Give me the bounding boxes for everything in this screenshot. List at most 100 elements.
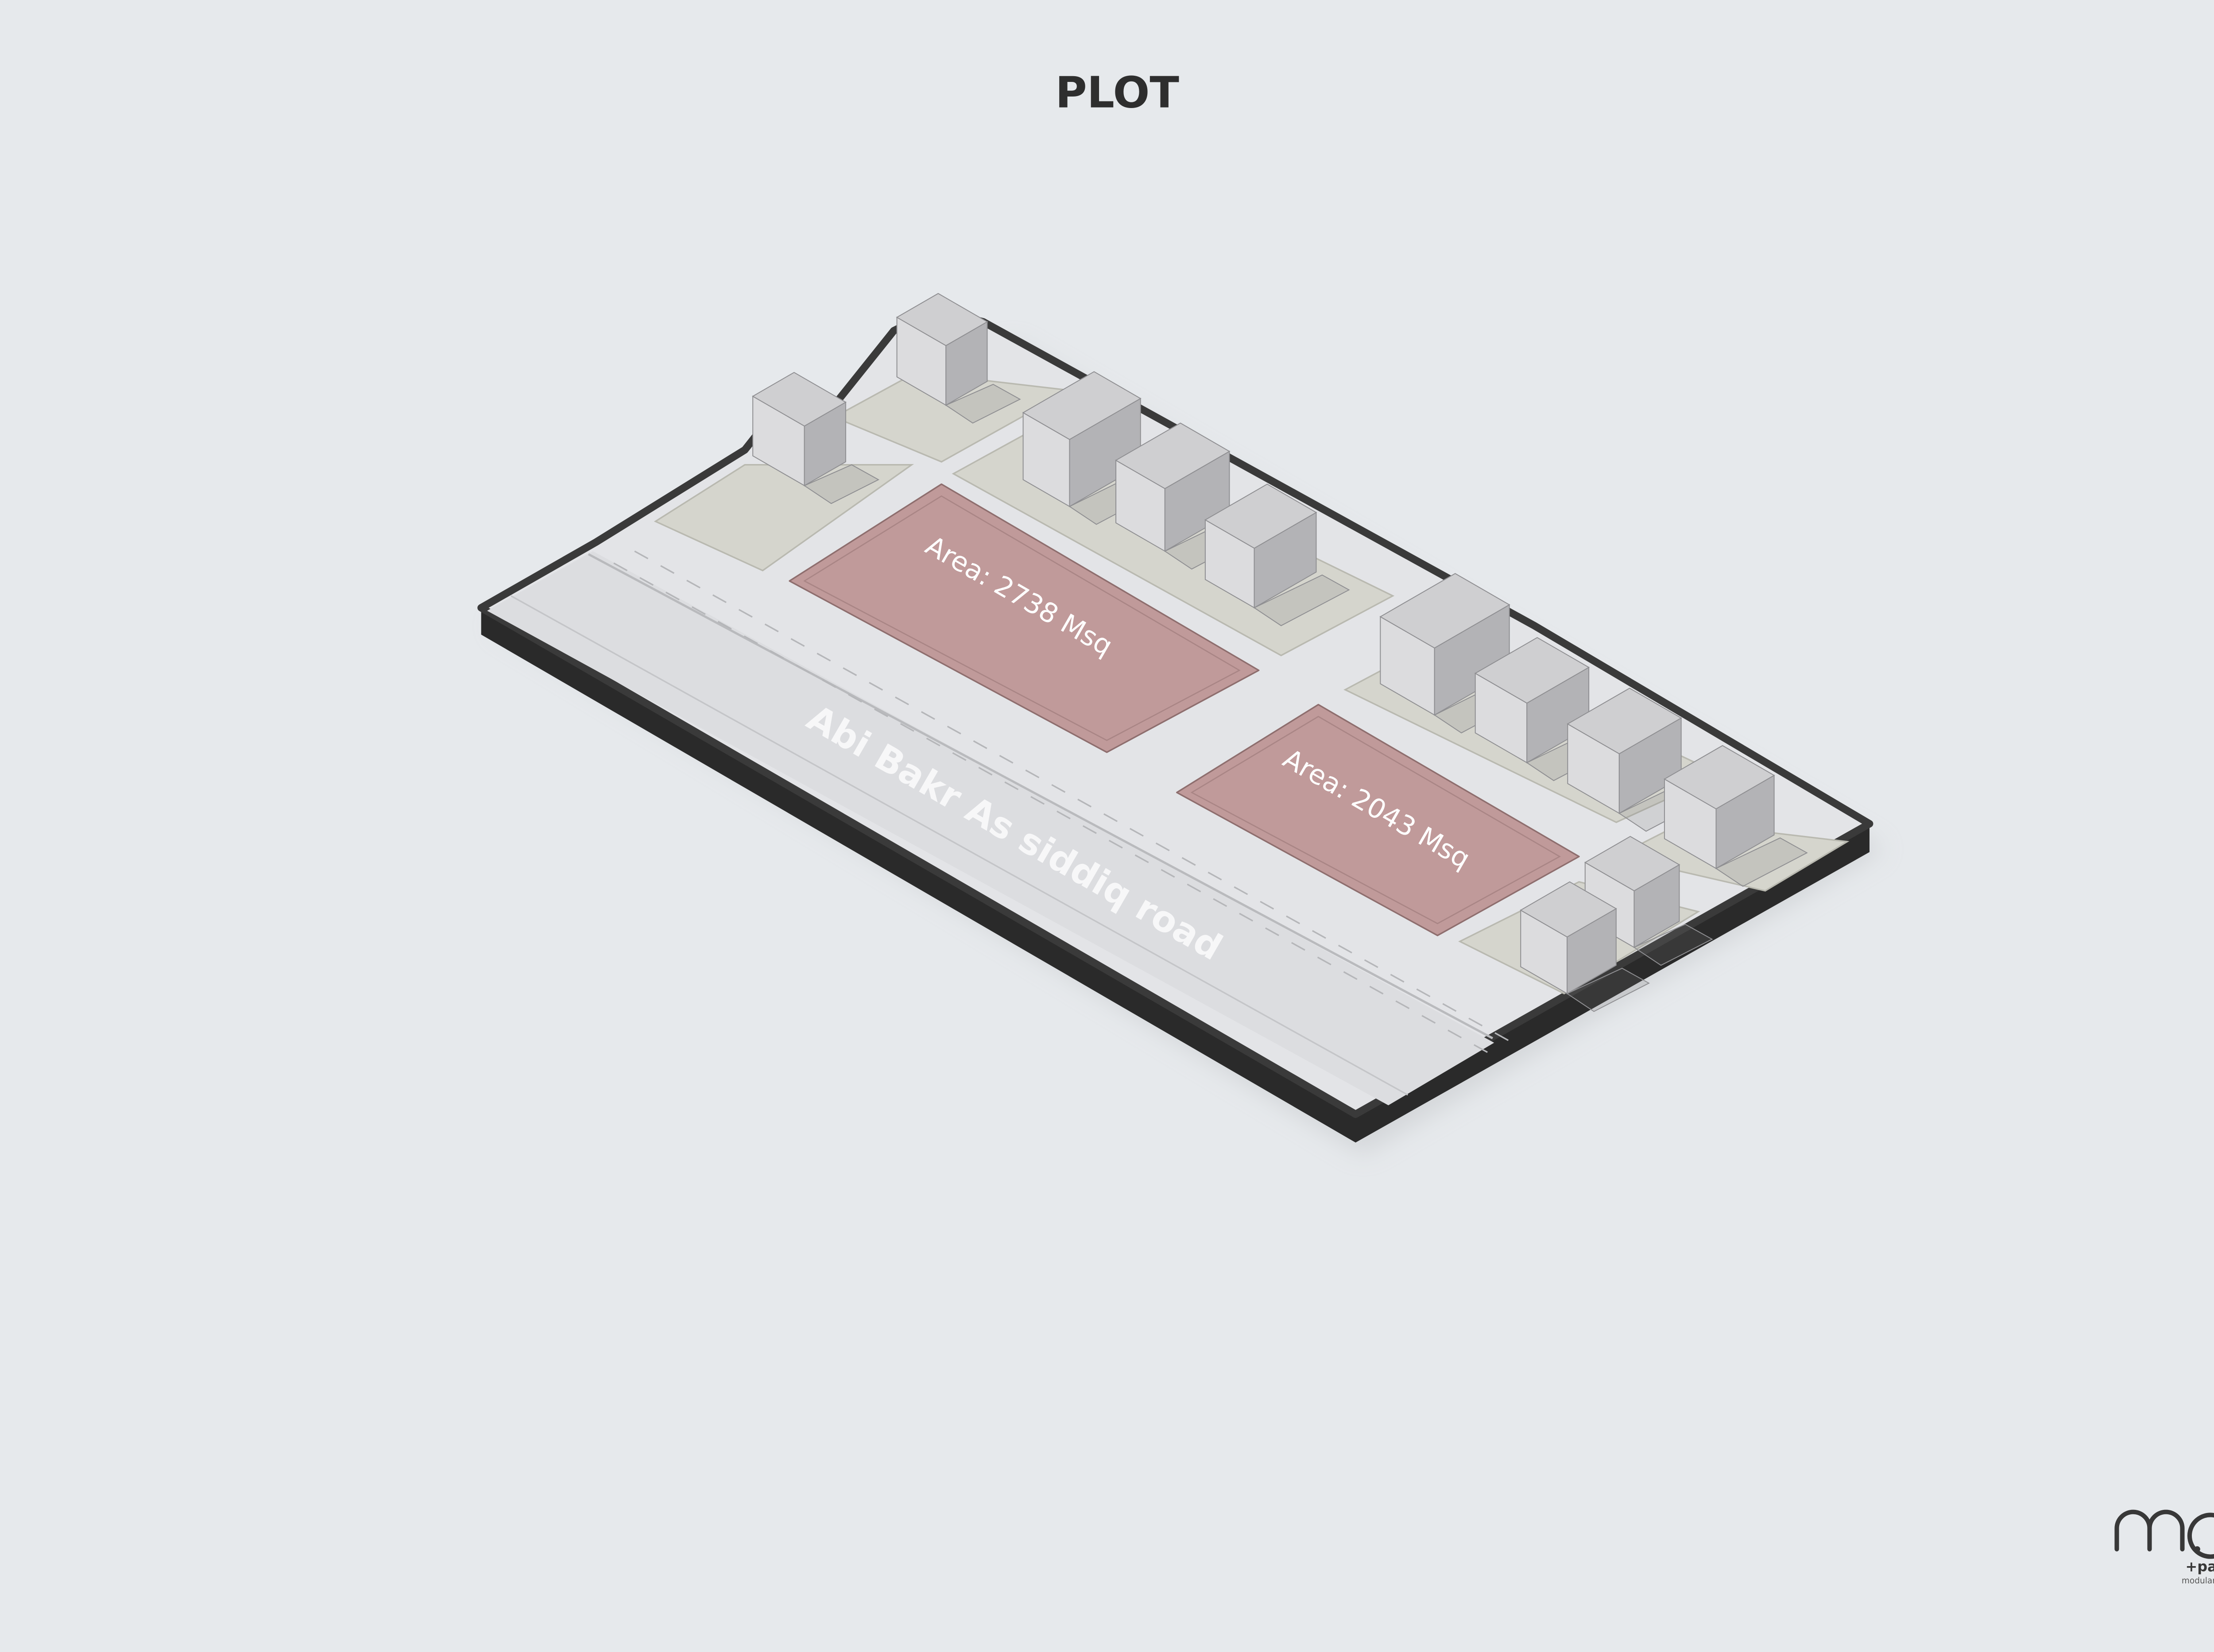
lane-dash xyxy=(738,609,753,618)
lane-dash xyxy=(1364,959,1378,968)
building-roof xyxy=(1663,745,1775,809)
plot-2[interactable]: Area: 2043 Msq xyxy=(1176,704,1580,936)
building-shadow xyxy=(945,383,1021,424)
building-shadow xyxy=(1715,837,1808,887)
building xyxy=(752,371,880,504)
lane-dash xyxy=(764,623,779,632)
lane-dash xyxy=(1057,810,1071,820)
lane-dash xyxy=(770,650,784,659)
lane-dash xyxy=(1051,784,1066,793)
lane-dash xyxy=(874,708,888,717)
lane-dash xyxy=(717,621,732,630)
lane-dash xyxy=(926,737,941,747)
lane-dash xyxy=(1343,971,1358,980)
lane-dash xyxy=(1155,842,1170,851)
building-shadow xyxy=(1566,967,1650,1012)
lane-dash xyxy=(1416,988,1431,998)
lane-dash xyxy=(1213,898,1227,907)
lane-dash xyxy=(712,594,727,604)
lane-dash xyxy=(1030,796,1045,805)
building-roof xyxy=(1022,371,1142,440)
lane-dash xyxy=(1108,840,1123,849)
lane-dash xyxy=(686,580,701,589)
lane-dash xyxy=(1468,1018,1483,1027)
lane-dash xyxy=(978,766,993,776)
lane-dash xyxy=(1181,857,1196,866)
logo-line1: +partners xyxy=(2186,1558,2214,1575)
lane-dash xyxy=(1494,1032,1509,1041)
building-roof xyxy=(896,293,988,346)
lane-dash xyxy=(973,740,987,749)
lane-dash xyxy=(1187,883,1201,893)
building-shadow xyxy=(1633,924,1713,966)
lane-dash xyxy=(1077,798,1092,808)
building xyxy=(1204,484,1350,627)
buildings xyxy=(752,293,1808,1012)
lane-dash xyxy=(921,711,935,720)
lane-dash xyxy=(1369,986,1384,995)
building-shadow xyxy=(803,464,880,504)
lane-dash xyxy=(1161,869,1175,878)
lane-dash xyxy=(1103,813,1118,822)
lane-dash xyxy=(639,577,654,586)
lane-dash xyxy=(895,696,909,705)
lane-dash xyxy=(796,665,810,673)
lane-dash xyxy=(1338,944,1352,954)
lane-dash xyxy=(999,754,1014,764)
mcd-logo: +partners modular out designs xyxy=(2114,1509,2214,1586)
lane-dash xyxy=(613,562,628,572)
lane-dash xyxy=(1208,871,1222,881)
lane-markings xyxy=(613,550,1509,1053)
lane-dash xyxy=(947,725,961,735)
building-roof xyxy=(1379,573,1510,649)
building-roof xyxy=(1204,484,1317,549)
lane-dash xyxy=(952,752,967,761)
lot xyxy=(654,464,914,572)
lane-dash xyxy=(1082,825,1097,834)
building-roof xyxy=(1520,881,1617,938)
lane-dash xyxy=(665,592,680,600)
building-shadow xyxy=(1253,574,1350,627)
building xyxy=(896,293,1021,424)
lane-dash xyxy=(1474,1044,1488,1053)
building-roof xyxy=(1584,836,1680,892)
building xyxy=(1663,745,1808,887)
building-roof xyxy=(1115,422,1231,489)
lane-dash xyxy=(634,550,649,560)
building xyxy=(1474,637,1623,782)
lane-dash xyxy=(869,682,883,691)
page-title: PLOT xyxy=(1055,67,1179,118)
lane-dash xyxy=(1312,930,1326,939)
lane-dash xyxy=(1395,1000,1410,1010)
lane-dash xyxy=(1448,1029,1462,1039)
lane-dash xyxy=(1004,781,1019,790)
road-edge xyxy=(511,595,1408,1096)
lane-dash xyxy=(1390,974,1405,983)
lane-dash xyxy=(848,693,862,703)
road-surface xyxy=(487,551,1494,1106)
building-roof xyxy=(752,371,847,427)
lane-dash xyxy=(822,679,836,688)
lane-dash xyxy=(900,723,914,732)
building-roof xyxy=(1474,637,1590,704)
lane-dash xyxy=(691,606,706,615)
lane-dash xyxy=(1129,828,1144,837)
lane-dash xyxy=(1317,956,1331,966)
lane-dash xyxy=(1286,915,1301,925)
building xyxy=(1520,881,1650,1012)
building-roof xyxy=(1567,688,1682,754)
lane-dash xyxy=(1239,913,1254,922)
lane-dash xyxy=(1442,1003,1457,1012)
lane-dash xyxy=(1260,901,1274,910)
platform-side xyxy=(481,607,1870,1143)
sidewalk-edge xyxy=(588,553,1494,1040)
logo-line2: modular out designs xyxy=(2182,1576,2214,1586)
plot-1[interactable]: Area: 2738 Msq xyxy=(789,483,1260,753)
lane-dash xyxy=(1421,1015,1436,1024)
lane-dash xyxy=(743,635,758,644)
lane-dash xyxy=(790,638,805,647)
lane-dash xyxy=(1234,886,1248,895)
lane-dash xyxy=(817,653,831,662)
lane-dash xyxy=(1134,854,1149,863)
